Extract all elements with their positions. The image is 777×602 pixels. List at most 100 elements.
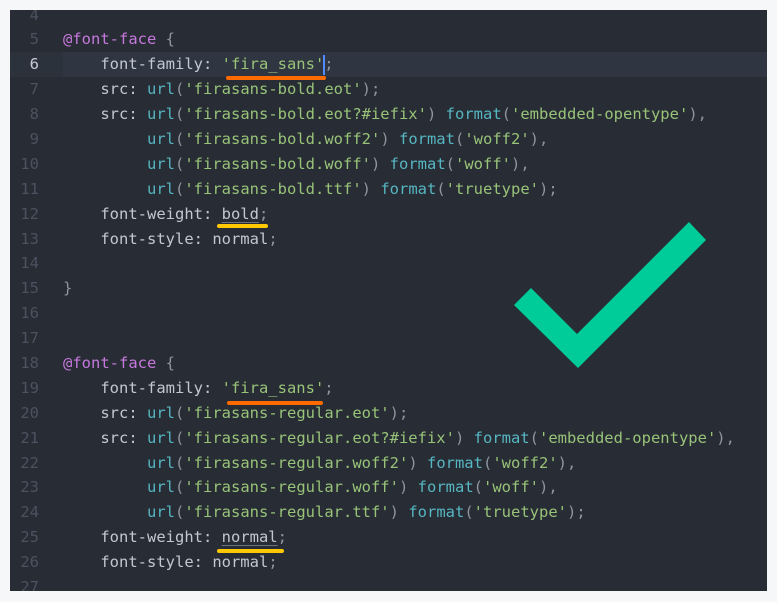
code-line[interactable]: 18 @font-face { [10,351,767,376]
value-token: normal [212,553,269,572]
code-line[interactable]: 10 url('firasans-bold.woff') format('wof… [10,152,767,177]
code-line[interactable]: 5@font-face { [10,27,767,52]
code-text: src: url('firasans-bold.eot?#iefix') for… [63,102,707,127]
property-token: font-family: [63,55,222,74]
punctuation-token: ) [408,453,427,472]
font-family-underline-1 [226,76,326,80]
line-number: 13 [20,229,39,248]
punctuation-token: ( [454,129,465,148]
property-token: font-weight: [63,204,222,223]
function-token: url [147,179,175,198]
function-token: format [417,478,474,497]
code-line[interactable]: 27 [10,575,767,591]
line-number: 14 [20,254,39,273]
string-token: 'firasans-regular.ttf' [184,503,390,522]
property-token: font-family: [63,378,222,397]
punctuation-token: ( [175,80,185,99]
code-line[interactable]: 25 font-weight: normal; [10,525,767,550]
code-line[interactable]: 24 url('firasans-regular.ttf') format('t… [10,500,767,525]
punctuation-token: ; [324,378,334,397]
code-text: url('firasans-regular.ttf') format('true… [63,500,586,525]
font-weight-underline-bold [217,224,268,228]
line-number: 10 [20,154,39,173]
code-line[interactable]: 12 font-weight: bold; [10,202,767,227]
code-line[interactable]: 7 src: url('firasans-bold.eot'); [10,77,767,102]
code-line[interactable]: 13 font-style: normal; [10,227,767,252]
punctuation-token: ) [389,503,409,522]
punctuation-token: ), [557,453,577,472]
string-token: 'embedded-opentype' [538,428,717,447]
code-line[interactable]: 14 [10,251,767,276]
at-rule-token: @font-face [63,30,157,49]
function-token: url [147,478,175,497]
code-line[interactable]: 11 url('firasans-bold.ttf') format('true… [10,177,767,202]
code-line[interactable]: 19 font-family: 'fira_sans'; [10,376,767,401]
function-token: url [147,105,175,124]
string-token: 'truetype' [445,179,539,198]
code-line[interactable]: 22 url('firasans-regular.woff2') format(… [10,451,767,476]
property-token: src: [63,105,147,124]
punctuation-token: ( [175,403,185,422]
function-token: format [380,179,437,198]
code-line[interactable]: 8 src: url('firasans-bold.eot?#iefix') f… [10,102,767,127]
text-cursor [323,54,326,75]
code-line[interactable]: 9 url('firasans-bold.woff2') format('wof… [10,127,767,152]
code-text: url('firasans-regular.woff2') format('wo… [63,451,576,476]
line-number: 26 [20,553,39,572]
string-token: 'firasans-regular.woff' [184,478,399,497]
function-token: url [147,154,175,173]
property-token: src: [63,80,147,99]
string-token: 'woff2' [492,453,558,472]
code-line[interactable]: 15} [10,276,767,301]
string-token: 'woff2' [464,129,530,148]
punctuation-token: ( [529,428,539,447]
string-token: 'firasans-regular.woff2' [184,453,409,472]
punctuation-token: ; [268,229,278,248]
line-number: 7 [29,80,39,99]
line-number: 11 [20,179,39,198]
function-token: url [147,428,175,447]
punctuation-token: ); [539,179,558,198]
function-token: format [398,129,455,148]
string-token: 'firasans-regular.eot?#iefix' [184,428,455,447]
code-line[interactable]: 26 font-style: normal; [10,550,767,575]
function-token: url [147,453,175,472]
line-number: 15 [20,279,39,298]
punctuation-token: ), [511,154,530,173]
code-text: font-family: 'fira_sans'; [63,52,334,77]
punctuation-token: ); [361,80,381,99]
line-number: 18 [20,353,39,372]
punctuation-token: ( [175,428,185,447]
value-token: normal [212,229,269,248]
code-line[interactable]: 23 url('firasans-regular.woff') format('… [10,475,767,500]
string-token: 'firasans-regular.eot' [184,403,390,422]
line-number: 19 [20,378,39,397]
value-token: bold [221,204,259,223]
punctuation-token: } [63,279,73,298]
line-number: 8 [29,105,39,124]
code-text: src: url('firasans-regular.eot?#iefix') … [63,426,735,451]
punctuation-token: ( [473,478,483,497]
code-lines: 4 5@font-face {6 font-family: 'fira_sans'… [10,10,767,591]
line-number: 25 [20,528,39,547]
code-line[interactable]: 6 font-family: 'fira_sans'; [10,52,767,78]
code-text: url('firasans-bold.woff') format('woff')… [63,152,530,177]
property-token: font-style: [63,553,213,572]
code-line[interactable]: 21 src: url('firasans-regular.eot?#iefix… [10,426,767,451]
line-number: 27 [20,577,39,591]
line-number: 4 [29,10,39,24]
punctuation-token: ); [389,403,409,422]
code-line[interactable]: 16 [10,301,767,326]
string-token: 'truetype' [473,503,567,522]
punctuation-token: ) [398,478,418,497]
code-line[interactable]: 4 [10,10,767,27]
string-token: 'fira_sans' [221,378,325,397]
code-text: @font-face { [63,351,175,376]
punctuation-token: ( [175,503,185,522]
string-token: 'woff' [455,154,511,173]
code-text: font-weight: bold; [63,202,268,227]
code-line[interactable]: 17 [10,326,767,351]
code-line[interactable]: 20 src: url('firasans-regular.eot'); [10,401,767,426]
active-line-highlight [63,52,767,78]
function-token: url [147,503,175,522]
